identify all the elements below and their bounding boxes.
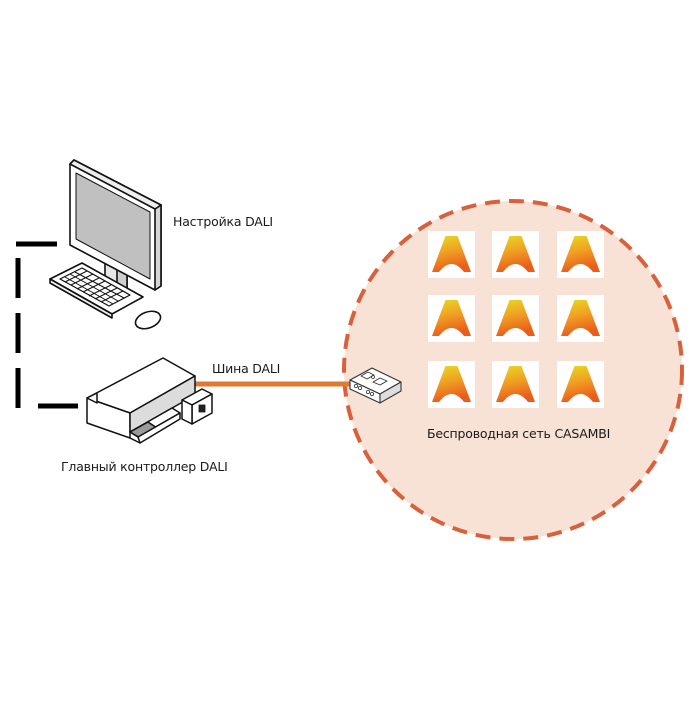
luminaire-icon: [557, 295, 604, 342]
luminaire-cone: [561, 366, 600, 402]
luminaire-icon: [492, 361, 539, 408]
dali-bus-label: Шина DALI: [212, 361, 281, 376]
luminaire-cone: [496, 300, 535, 336]
luminaire-cone: [432, 300, 471, 336]
mouse-icon: [134, 310, 162, 330]
dali-controller-icon: [86, 357, 213, 444]
controller-label: Главный контроллер DALI: [61, 459, 228, 474]
luminaire-icon: [557, 231, 604, 278]
luminaire-icon: [492, 231, 539, 278]
luminaire-cone: [496, 236, 535, 272]
luminaire-cone: [561, 300, 600, 336]
luminaire-icon: [428, 231, 475, 278]
pc-controller-link: [15, 241, 78, 409]
luminaire-grid: [428, 231, 604, 408]
luminaire-cone: [432, 366, 471, 402]
desktop-computer-icon: [49, 159, 162, 330]
luminaire-cone: [561, 236, 600, 272]
luminaire-cone: [432, 236, 471, 272]
luminaire-icon: [428, 295, 475, 342]
network-label: Беспроводная сеть CASAMBI: [427, 426, 611, 441]
luminaire-icon: [492, 295, 539, 342]
luminaire-icon: [428, 361, 475, 408]
pc-label: Настройка DALI: [173, 214, 273, 229]
luminaire-icon: [557, 361, 604, 408]
casambi-gateway-icon: [349, 367, 402, 404]
luminaire-cone: [496, 366, 535, 402]
